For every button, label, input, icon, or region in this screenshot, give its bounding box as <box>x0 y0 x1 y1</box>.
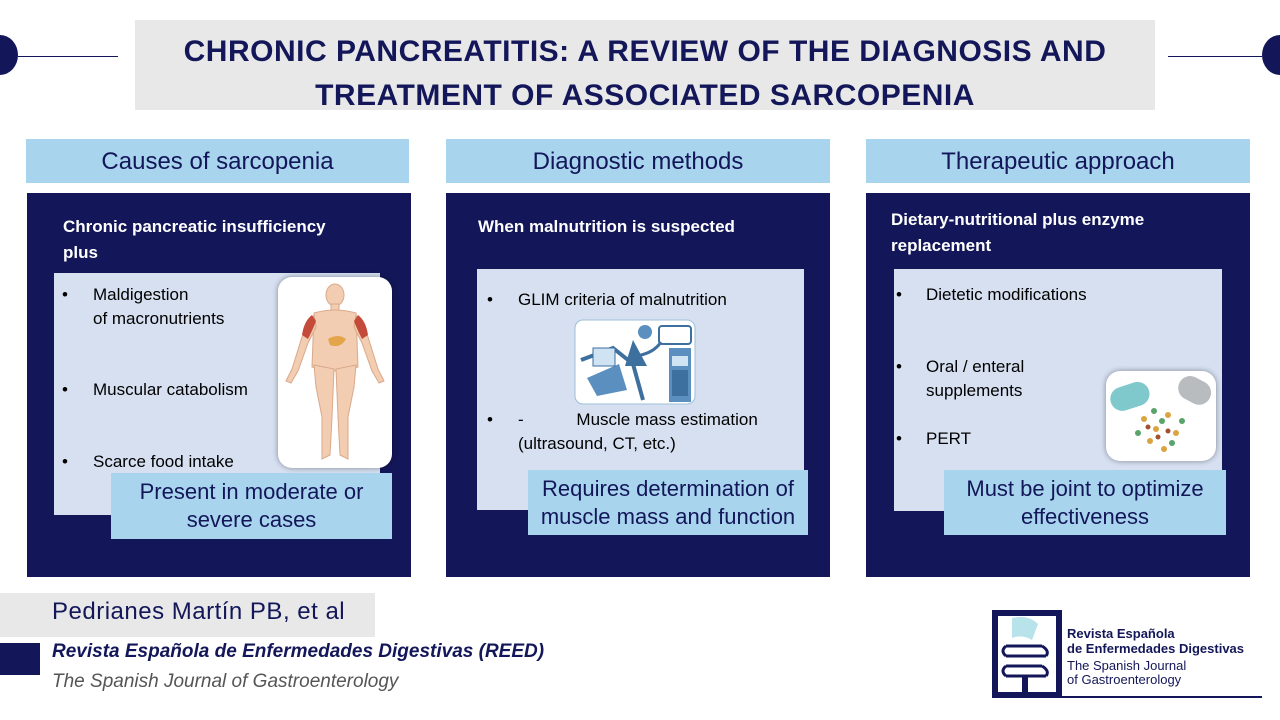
callout-therapeutic: Must be joint to optimize effectiveness <box>944 470 1226 535</box>
human-body-muscles-icon <box>285 283 385 460</box>
list-item: • PERT <box>896 429 972 448</box>
left-decor-line <box>18 56 118 57</box>
author-box <box>0 593 375 637</box>
left-decor-dot <box>0 35 18 75</box>
capsule-pills-icon <box>1110 376 1212 452</box>
list-item: • Muscular catabolism <box>62 380 248 399</box>
title-box <box>135 20 1155 110</box>
callout-causes: Present in moderate or severe cases <box>111 473 392 539</box>
list-item: • - Muscle mass estimation (ultrasound, … <box>487 410 758 453</box>
journal-marker <box>0 643 40 675</box>
journal-name-english: The Spanish Journal of Gastroenterology <box>52 671 399 692</box>
list-item: • Scarce food intake <box>62 452 234 471</box>
panel-causes-title: Chronic pancreatic insufficiency plus <box>63 217 326 262</box>
list-item: • Maldigestion of macronutrients <box>62 285 225 328</box>
header-causes: Causes of sarcopenia <box>26 139 409 183</box>
list-item: • GLIM criteria of malnutrition <box>487 290 727 309</box>
callout-diagnostic: Requires determination of muscle mass an… <box>528 470 808 535</box>
patient-scanner-icon <box>574 319 696 405</box>
body-image-card <box>278 277 392 468</box>
scanner-image-card <box>573 318 697 406</box>
logo-title: Revista Española de Enfermedades Digesti… <box>1067 626 1245 656</box>
journal-logo <box>992 610 1262 700</box>
intestine-logo-icon <box>992 610 1062 698</box>
list-item: • Dietetic modifications <box>896 285 1087 304</box>
author-name: Pedrianes Martín PB, et al <box>52 598 346 625</box>
panel-therapeutic-title: Dietary-nutritional plus enzyme replacem… <box>891 210 1145 255</box>
list-item: • Oral / enteral supplements <box>896 357 1025 400</box>
page-title: CHRONIC PANCREATITIS: A REVIEW OF THE DI… <box>135 30 1155 118</box>
header-therapeutic: Therapeutic approach <box>866 139 1250 183</box>
panel-diagnostic-title: When malnutrition is suspected <box>478 217 735 236</box>
header-diagnostic: Diagnostic methods <box>446 139 830 183</box>
right-decor-line <box>1168 56 1262 57</box>
right-decor-dot <box>1262 35 1280 75</box>
logo-subtitle: The Spanish Journal of Gastroenterology <box>1067 658 1187 687</box>
pills-image-card <box>1106 371 1216 461</box>
title-line-1: CHRONIC PANCREATITIS: A REVIEW OF THE DI… <box>183 35 1107 68</box>
journal-name: Revista Española de Enfermedades Digesti… <box>52 641 545 662</box>
title-line-2: TREATMENT OF ASSOCIATED SARCOPENIA <box>315 79 975 112</box>
logo-underline <box>992 696 1262 698</box>
